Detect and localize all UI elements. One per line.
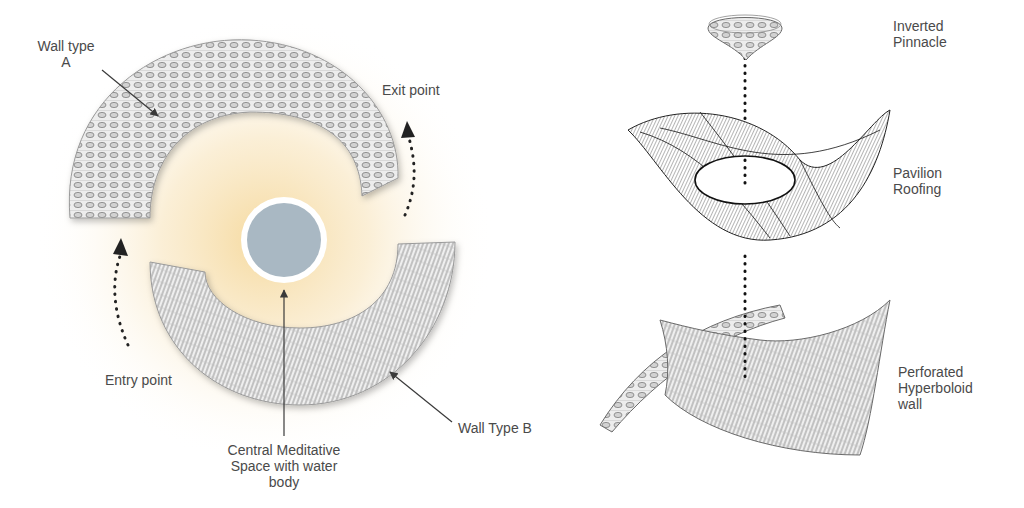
inverted-pinnacle bbox=[708, 18, 782, 61]
callout-label: Exit point bbox=[382, 82, 440, 98]
water-body bbox=[247, 203, 321, 277]
callout-label: Wall Type B bbox=[458, 420, 532, 436]
leader-line bbox=[102, 70, 158, 116]
callout-label: Wall type A bbox=[32, 38, 100, 70]
callout-label: Perforated Hyperboloid wall bbox=[898, 364, 990, 412]
callout-label: Central Meditative Space with water body bbox=[214, 442, 354, 490]
roof-ribs bbox=[640, 112, 880, 238]
axis-line bbox=[744, 160, 747, 190]
pavilion-roofing bbox=[628, 110, 890, 240]
callout-label: Pavilion Roofing bbox=[893, 165, 965, 197]
exit-arrowhead bbox=[401, 121, 415, 138]
roof-opening bbox=[695, 156, 795, 204]
wall-type-a bbox=[69, 40, 398, 218]
hyperboloid-wall-b bbox=[660, 300, 890, 455]
pinnacle-rim bbox=[709, 15, 781, 33]
entry-path bbox=[115, 256, 128, 345]
light-glow bbox=[35, 15, 495, 465]
exit-path bbox=[405, 138, 414, 215]
leader-line bbox=[283, 290, 284, 436]
entry-arrowhead bbox=[113, 238, 128, 256]
callout-label: Entry point bbox=[105, 372, 172, 388]
callout-label: Inverted Pinnacle bbox=[893, 18, 965, 50]
water-body-rim bbox=[241, 197, 327, 283]
axis-line bbox=[744, 256, 747, 380]
leader-line bbox=[390, 372, 452, 422]
